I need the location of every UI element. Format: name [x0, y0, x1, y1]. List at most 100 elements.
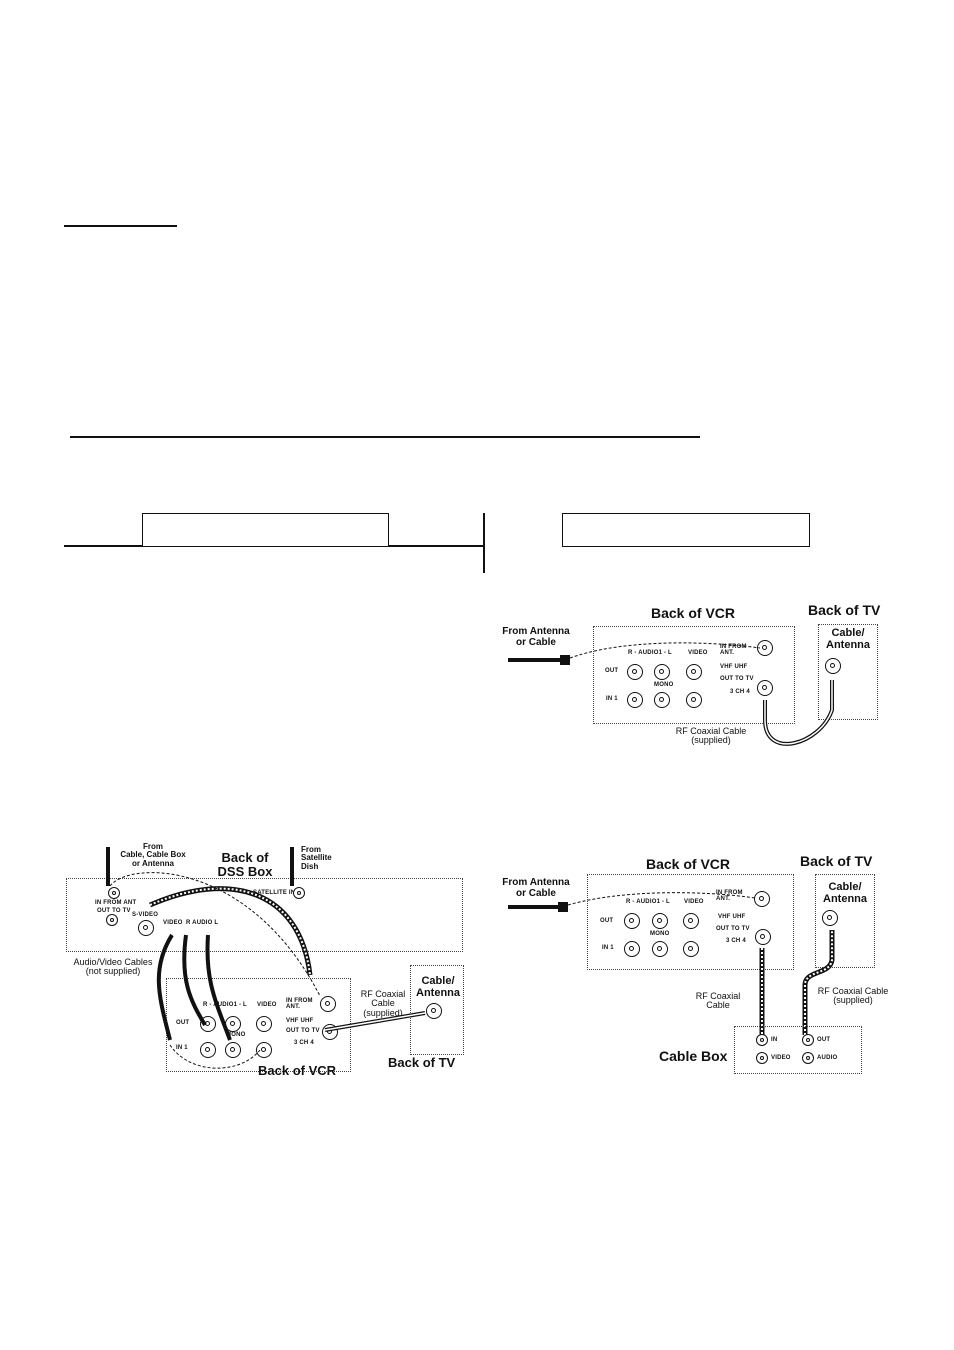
satellite-in-jack — [293, 887, 305, 899]
column-divider — [483, 513, 485, 573]
right-heading-box — [562, 513, 810, 547]
cb-out-video-jack — [683, 913, 699, 929]
in1-label: IN 1 — [606, 696, 618, 702]
out-audio-r-jack — [627, 664, 643, 680]
box-audio-label: AUDIO — [817, 1055, 838, 1061]
box-out-jack — [802, 1034, 814, 1046]
ch34-label: 3 CH 4 — [730, 689, 750, 695]
section-rule — [70, 436, 700, 438]
back-of-dss-label: Back of DSS Box — [217, 850, 273, 879]
r-audio-l-label: R - AUDIO1 - L — [628, 650, 672, 656]
tv-antenna-jack — [825, 658, 841, 674]
dss-back-of-tv-label: Back of TV — [388, 1055, 456, 1070]
from-antenna-label: From Antenna or Cable — [502, 626, 570, 648]
cb-out-to-tv-jack — [755, 929, 771, 945]
vcr-in1-label: IN 1 — [176, 1045, 188, 1051]
cb-in-audio-l-jack — [652, 941, 668, 957]
cb-from-antenna-label: From Antenna or Cable — [502, 877, 570, 899]
box-video-jack — [756, 1052, 768, 1064]
rf-cable-label: RF Coaxial Cable (supplied) — [675, 726, 747, 746]
back-of-vcr-label: Back of VCR — [651, 605, 736, 621]
cb-vcr-panel — [587, 874, 794, 970]
box-in-label: IN — [771, 1037, 778, 1043]
av-cables-label: Audio/Video Cables (not supplied) — [73, 957, 153, 977]
dss-back-of-vcr-label: Back of VCR — [258, 1063, 337, 1078]
cb-rf-cable-right-label: RF Coaxial Cable (supplied) — [817, 986, 889, 1006]
cb-out-label: OUT — [600, 918, 614, 924]
vcr-in-audio-r-jack — [200, 1042, 216, 1058]
cb-rf-cable-left-label: RF Coaxial Cable — [695, 991, 741, 1011]
dss-in-from-ant-label: IN FROM ANT — [95, 900, 137, 906]
vcr-in-video-jack — [256, 1042, 272, 1058]
cb-back-of-tv-label: Back of TV — [800, 853, 873, 869]
dss-svideo-label: S-VIDEO — [132, 912, 159, 918]
vcr-video-label: VIDEO — [257, 1002, 277, 1008]
out-to-tv-jack — [757, 680, 773, 696]
cb-in-audio-r-jack — [624, 941, 640, 957]
vcr-vhf-uhf-label: VHF UHF — [286, 1018, 314, 1024]
box-audio-jack — [802, 1052, 814, 1064]
dss-out-to-tv-jack — [106, 914, 118, 926]
out-label: OUT — [605, 668, 619, 674]
dss-tv-antenna-jack — [426, 1003, 442, 1019]
vcr-mono-label: MONO — [226, 1032, 246, 1038]
satellite-in-label: SATELLITE IN — [253, 890, 296, 896]
cb-out-audio-r-jack — [624, 913, 640, 929]
vcr-r-audio-l-label: R - AUDIO1 - L — [203, 1002, 247, 1008]
cb-vhf-uhf-label: VHF UHF — [718, 914, 746, 920]
video-label: VIDEO — [688, 650, 708, 656]
cable-box-label: Cable Box — [659, 1048, 728, 1064]
from-cable-label: From Cable, Cable Box or Antenna — [120, 842, 186, 868]
cb-back-of-vcr-label: Back of VCR — [646, 856, 731, 872]
cb-in-from-ant-label: IN FROM ANT. — [716, 890, 743, 902]
vcr-in-from-ant-jack — [320, 996, 336, 1012]
in-audio-l-jack — [654, 692, 670, 708]
cb-ch34-label: 3 CH 4 — [726, 938, 746, 944]
out-to-tv-label: OUT TO TV — [720, 676, 754, 682]
dss-in-from-ant-jack — [108, 887, 120, 899]
back-of-tv-label: Back of TV — [808, 602, 881, 618]
cb-out-audio-l-jack — [652, 913, 668, 929]
vhf-uhf-label: VHF UHF — [720, 664, 748, 670]
mono-label: MONO — [654, 682, 674, 688]
cb-video-label: VIDEO — [684, 899, 704, 905]
vcr-in-audio-l-jack — [225, 1042, 241, 1058]
cable-box-panel — [734, 1026, 862, 1074]
in-audio-r-jack — [627, 692, 643, 708]
cb-cable-antenna-label: Cable/ Antenna — [823, 881, 867, 905]
out-audio-l-jack — [654, 664, 670, 680]
dss-audio-label: R AUDIO L — [186, 920, 219, 926]
dss-video-label: VIDEO — [163, 920, 183, 926]
left-heading-box — [142, 513, 389, 547]
vcr-panel — [593, 626, 795, 724]
dss-cable-antenna-label: Cable/ Antenna — [416, 975, 460, 999]
in-from-ant-label: IN FROM ANT. — [720, 644, 747, 656]
vcr-out-label: OUT — [176, 1020, 190, 1026]
cb-in1-label: IN 1 — [602, 945, 614, 951]
cable-antenna-label: Cable/ Antenna — [826, 627, 870, 651]
vcr-ch34-label: 3 CH 4 — [294, 1040, 314, 1046]
dss-panel — [66, 878, 463, 952]
cb-out-to-tv-label: OUT TO TV — [716, 926, 750, 932]
out-video-jack — [686, 664, 702, 680]
dss-svideo-jack — [138, 920, 154, 936]
dss-rf-cable-label: RF Coaxial Cable (supplied) — [360, 989, 406, 1018]
box-video-label: VIDEO — [771, 1055, 791, 1061]
in-from-ant-jack — [757, 640, 773, 656]
short-underline — [64, 225, 177, 227]
in-video-jack — [686, 692, 702, 708]
box-in-jack — [756, 1034, 768, 1046]
dss-out-to-tv-label: OUT TO TV — [97, 908, 131, 914]
cb-tv-antenna-jack — [822, 910, 838, 926]
cb-in-from-ant-jack — [754, 891, 770, 907]
vcr-out-to-tv-label: OUT TO TV — [286, 1028, 320, 1034]
box-out-label: OUT — [817, 1037, 831, 1043]
cb-in-video-jack — [683, 941, 699, 957]
from-satellite-label: From Satellite Dish — [301, 845, 332, 871]
tv-panel-left — [410, 965, 464, 1055]
cb-r-audio-l-label: R - AUDIO1 - L — [626, 899, 670, 905]
cb-mono-label: MONO — [650, 931, 670, 937]
